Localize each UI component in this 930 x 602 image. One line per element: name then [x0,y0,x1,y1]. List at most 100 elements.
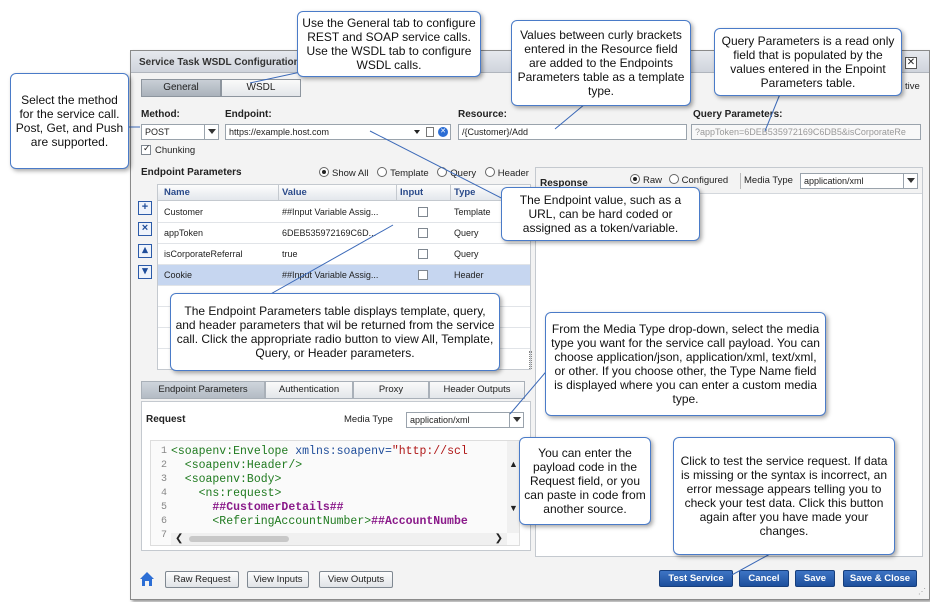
radio-query[interactable]: Query [437,167,476,179]
save-close-button[interactable]: Save & Close [843,570,917,587]
endpoint-value: https://example.host.com [229,127,330,137]
query-params-label: Query Parameters: [693,109,783,120]
resize-grip-icon[interactable]: ⋰ [918,587,926,596]
line-number: 1 [160,446,167,457]
radio-configured[interactable]: Configured [668,174,728,186]
cell-name: appToken [164,228,204,238]
line-number: 7 [160,530,167,541]
resource-label: Resource: [458,109,507,120]
callout-test-service: Click to test the service request. If da… [673,437,895,555]
radio-raw[interactable]: Raw [630,174,662,186]
cancel-button[interactable]: Cancel [739,570,789,587]
scroll-left-icon[interactable]: ❮ [175,533,184,544]
request-media-select[interactable]: application/xml [406,412,524,428]
close-icon[interactable]: ✕ [905,57,917,69]
cell-type: Header [454,270,484,280]
callout-resource: Values between curly brackets entered in… [511,20,691,106]
chevron-down-icon [509,413,523,427]
chunking-checkbox[interactable]: ✓ [141,143,151,155]
raw-request-button[interactable]: Raw Request [165,571,239,588]
callout-media-type: From the Media Type drop-down, select th… [545,312,826,416]
tab-proxy[interactable]: Proxy [353,381,429,399]
delete-row-icon[interactable]: × [138,222,152,236]
tab-authentication[interactable]: Authentication [265,381,353,399]
query-params-field: ?appToken=6DEB535972169C6DB5&isCorporate… [691,124,921,140]
tab-wsdl[interactable]: WSDL [221,79,301,97]
radio-header[interactable]: Header [484,167,529,179]
response-media-value: application/xml [804,176,864,186]
cell-name: isCorporateReferral [164,249,243,259]
move-up-icon[interactable]: ▴ [138,244,152,258]
test-service-button[interactable]: Test Service [659,570,733,587]
radio-template[interactable]: Template [377,167,429,179]
tab-header-outputs[interactable]: Header Outputs [429,381,525,399]
col-name[interactable]: Name [164,187,190,198]
table-row[interactable]: Cookie##Input Variable Assig...Header [158,265,530,286]
cell-type: Template [454,207,491,217]
table-row[interactable]: isCorporateReferral true Query [158,244,530,265]
resource-field[interactable]: /{Customer}/Add [458,124,687,140]
cell-type: Query [454,249,479,259]
col-value[interactable]: Value [282,187,307,198]
add-row-icon[interactable]: + [138,201,152,215]
radio-show-all[interactable]: Show All [319,167,368,179]
line-number: 5 [160,502,167,513]
view-inputs-button[interactable]: View Inputs [247,571,309,588]
cell-value: true [282,249,298,259]
endpoint-params-title: Endpoint Parameters [141,167,242,178]
query-params-value: ?appToken=6DEB535972169C6DB5&isCorporate… [695,127,906,137]
table-row[interactable]: Customer##Input Variable Assig...Templat… [158,202,530,223]
chunking-label: Chunking [155,145,196,156]
col-input[interactable]: Input [400,187,424,198]
callout-endpoint: The Endpoint value, such as a URL, can b… [501,187,700,241]
code-line: ##CustomerDetails## [171,501,344,514]
scroll-thumb[interactable] [189,536,289,542]
request-media-label: Media Type [344,414,393,425]
clear-icon[interactable]: ✕ [438,127,448,137]
line-number: 3 [160,474,167,485]
table-header: Name Value Input Type [158,185,530,201]
scroll-down-icon[interactable]: ▼ [509,503,518,513]
dialog-title: Service Task WSDL Configuration [139,57,300,68]
tab-endpoint-parameters[interactable]: Endpoint Parameters [141,381,265,399]
save-button[interactable]: Save [795,570,835,587]
endpoint-dropdown-icon[interactable] [414,130,420,134]
method-select[interactable]: POST [141,124,219,140]
vertical-scrollbar[interactable]: ▲▼ [507,441,519,533]
code-line: <ns:request> [171,487,282,500]
tab-general[interactable]: General [141,79,221,97]
horizontal-scrollbar[interactable]: ❮ ❯ [171,533,507,545]
resource-value: /{Customer}/Add [462,127,529,137]
bottom-tab-bar: Endpoint Parameters Authentication Proxy… [141,381,531,399]
splitter-handle[interactable] [529,351,532,369]
endpoint-field[interactable]: https://example.host.com ✕ [225,124,451,140]
scroll-right-icon[interactable]: ❯ [494,533,503,544]
move-down-icon[interactable]: ▾ [138,265,152,279]
home-icon[interactable] [139,571,155,587]
truncated-label: tive [905,81,920,92]
code-line: <soapenv:Envelope xmlns:soapenv="http://… [171,445,468,458]
cell-name: Cookie [164,270,193,280]
scroll-up-icon[interactable]: ▲ [509,459,518,469]
view-outputs-button[interactable]: View Outputs [319,571,393,588]
line-number: 6 [160,516,167,527]
input-checkbox[interactable] [418,228,428,238]
input-checkbox[interactable] [418,207,428,217]
document-icon[interactable] [426,127,434,137]
code-line: <ReferingAccountNumber>##AccountNumbe [171,515,468,528]
cell-value: ##Input Variable Assig... [282,207,379,217]
chevron-down-icon [204,125,218,139]
response-media-select[interactable]: application/xml [800,173,918,189]
callout-method: Select the method for the service call. … [10,73,129,169]
callout-query-params: Query Parameters is a read only field th… [714,28,902,96]
request-media-value: application/xml [410,415,470,425]
col-type[interactable]: Type [454,187,476,198]
endpoint-label: Endpoint: [225,109,272,120]
response-mode-radios: Raw Configured [630,174,728,186]
input-checkbox[interactable] [418,249,428,259]
input-checkbox[interactable] [418,270,428,280]
callout-request: You can enter the payload code in the Re… [519,437,651,525]
